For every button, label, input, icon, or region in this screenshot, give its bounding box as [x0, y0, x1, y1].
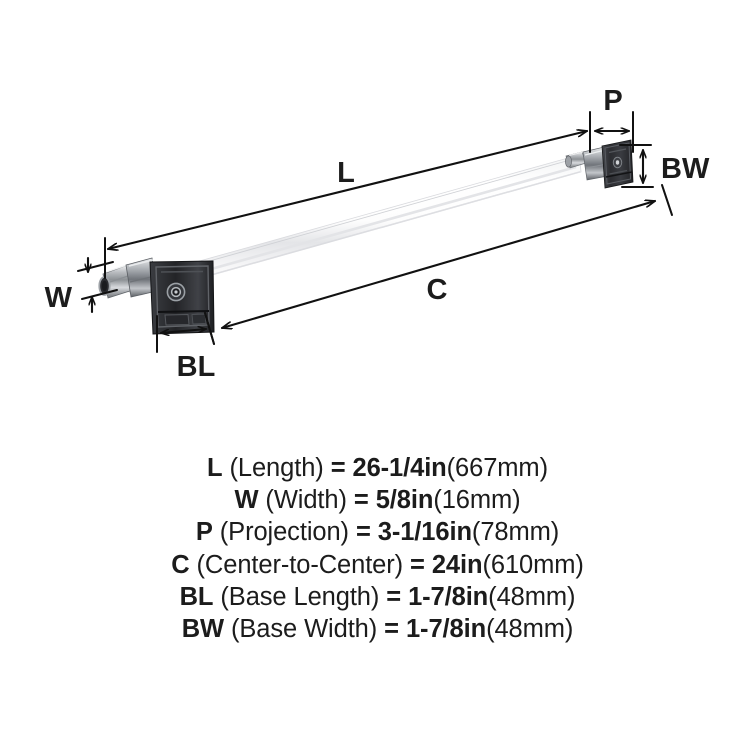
- left-mounting-plate: [149, 260, 215, 335]
- spec-name-BW: (Base Width): [230, 615, 378, 644]
- dimension-BL: [156, 312, 215, 353]
- spec-metric-P: (78mm): [471, 518, 560, 547]
- right-bracket-assembly: [565, 139, 634, 189]
- spec-metric-L: (667mm): [446, 454, 548, 482]
- dimension-L: [104, 111, 591, 279]
- dimension-BW: [619, 144, 654, 188]
- spec-metric-BL: (48mm): [488, 582, 576, 611]
- spec-eq-P: =: [355, 518, 371, 547]
- spec-imperial-P: 3-1/16in: [377, 518, 472, 547]
- towel-bar-product: [98, 139, 634, 335]
- towel-bar-dimension-drawing: L P BW C W BL: [45, 85, 710, 383]
- spec-abbr-BL: BL: [179, 582, 214, 611]
- label-C: C: [427, 274, 448, 306]
- spec-eq-BL: =: [386, 582, 402, 611]
- spec-abbr-C: C: [171, 550, 190, 579]
- spec-name-L: (Length): [229, 454, 324, 482]
- spec-row-P: P (Projection) = 3-1/16in(78mm): [0, 516, 755, 548]
- right-chrome-post: [582, 146, 609, 181]
- spec-metric-BW: (48mm): [486, 615, 574, 644]
- spec-abbr-BW: BW: [181, 615, 224, 644]
- spec-imperial-BW: 1-7/8in: [405, 615, 487, 644]
- dimension-labels: L P BW C W BL: [45, 85, 710, 383]
- spec-name-C: (Center-to-Center): [196, 550, 404, 579]
- spec-row-BW: BW (Base Width) = 1-7/8in(48mm): [0, 613, 755, 645]
- spec-metric-C: (610mm): [482, 550, 584, 579]
- label-W: W: [45, 282, 73, 314]
- left-chrome-endcap: [98, 263, 134, 299]
- left-bracket-assembly: [98, 257, 215, 335]
- spec-imperial-C: 24in: [431, 550, 483, 579]
- spec-eq-C: =: [410, 550, 425, 579]
- diagram-area: L P BW C W BL: [45, 85, 710, 383]
- spec-abbr-W: W: [234, 486, 259, 515]
- spec-row-W: W (Width) = 5/8in(16mm): [0, 484, 755, 516]
- specification-list: L (Length) = 26-1/4in(667mm) W (Width) =…: [0, 452, 755, 645]
- spec-name-P: (Projection): [219, 518, 349, 547]
- label-L: L: [337, 157, 355, 189]
- spec-eq-BW: =: [384, 615, 399, 644]
- spec-name-BL: (Base Length): [220, 582, 380, 611]
- label-BW: BW: [661, 153, 710, 185]
- spec-abbr-L: L: [207, 454, 223, 482]
- spec-imperial-W: 5/8in: [375, 486, 434, 515]
- spec-row-BL: BL (Base Length) = 1-7/8in(48mm): [0, 581, 755, 613]
- spec-metric-W: (16mm): [433, 486, 521, 515]
- label-BL: BL: [177, 351, 216, 383]
- right-mounting-plate: [601, 139, 634, 189]
- spec-row-C: C (Center-to-Center) = 24in(610mm): [0, 549, 755, 581]
- label-P: P: [603, 85, 622, 117]
- spec-abbr-P: P: [195, 518, 213, 547]
- dimension-annotations: [77, 111, 673, 353]
- dimension-W: [77, 256, 118, 314]
- spec-imperial-BL: 1-7/8in: [408, 582, 489, 611]
- spec-row-L: L (Length) = 26-1/4in(667mm): [0, 452, 755, 484]
- spec-name-W: (Width): [265, 486, 347, 515]
- spec-imperial-L: 26-1/4in: [352, 454, 447, 482]
- right-chrome-collar: [565, 150, 587, 169]
- spec-eq-W: =: [353, 486, 369, 515]
- spec-eq-L: =: [330, 454, 346, 482]
